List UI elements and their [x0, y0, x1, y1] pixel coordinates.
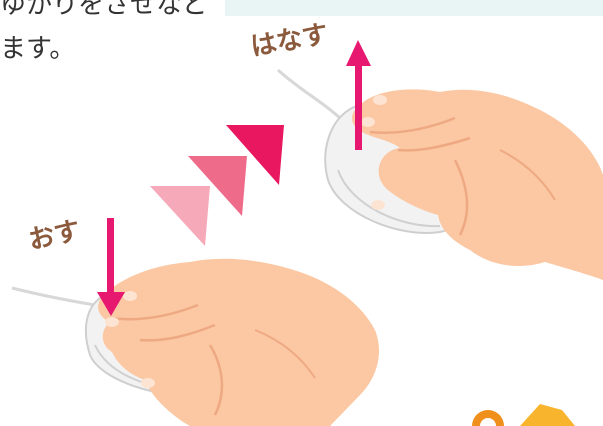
press-hand-group — [12, 259, 379, 426]
press-mouse-cable — [12, 288, 95, 305]
corner-decoration-icon — [472, 404, 575, 426]
arrowhead-light — [150, 186, 210, 246]
transition-arrowheads — [150, 125, 284, 246]
release-mouse-cable — [278, 70, 340, 118]
release-hand-group — [278, 70, 603, 280]
release-hand — [352, 89, 603, 280]
press-hand — [98, 259, 379, 426]
